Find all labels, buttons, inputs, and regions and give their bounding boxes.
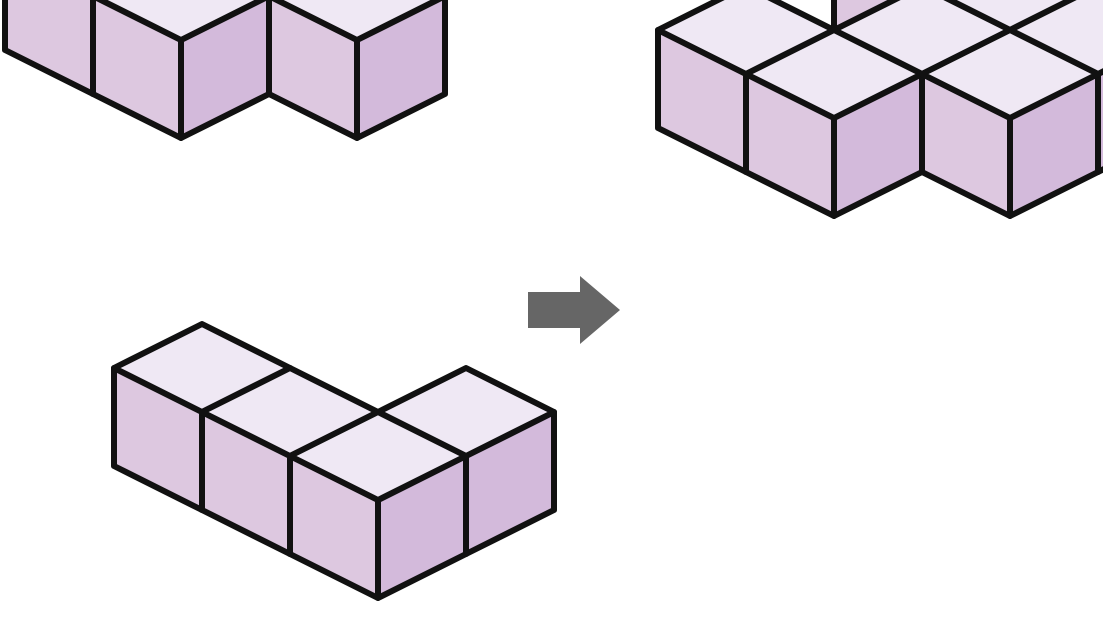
cube bbox=[287, 409, 469, 601]
cube-top-face bbox=[919, 27, 1101, 121]
piece-b-l-shape bbox=[111, 321, 557, 601]
cube-left-face bbox=[2, 0, 96, 97]
cube bbox=[90, 0, 272, 141]
cube bbox=[743, 27, 925, 219]
cube bbox=[266, 0, 448, 141]
cube-right-face bbox=[178, 0, 272, 141]
cube-top-face bbox=[270, 0, 444, 43]
piece-a-zigzag bbox=[2, 0, 448, 141]
cube bbox=[919, 27, 1101, 219]
result-combined-shape bbox=[655, 0, 1103, 219]
right-arrow-icon bbox=[528, 276, 620, 344]
cube-top-face bbox=[94, 0, 268, 43]
cube-right-face bbox=[354, 0, 448, 141]
cube-top-face bbox=[287, 409, 469, 503]
